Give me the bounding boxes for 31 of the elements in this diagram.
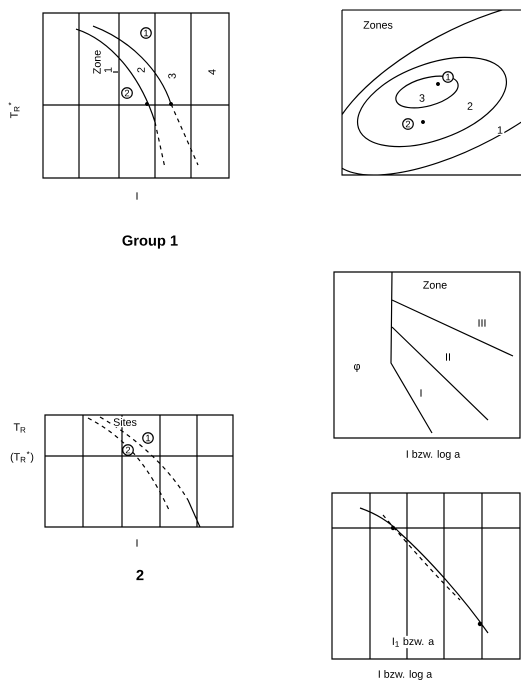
circled-number: 2 [121,87,133,99]
circled-number: 1 [442,71,454,83]
chart-label: Sites [112,416,138,428]
chart-label: I [418,388,424,398]
chart-label: 4 [207,68,217,76]
chart-label: (T$_{R}$$^{*}$) [8,450,36,464]
circled-number: 1 [142,432,154,444]
chart-label: 2 [466,100,474,112]
chart-label: III [476,318,488,328]
chart-label: Zone [92,48,102,76]
chart-label: 3 [166,72,178,80]
chart-label: Zone [422,280,448,290]
circled-number: 2 [402,118,414,130]
chart-label: 1 [496,125,504,136]
chart-label: I bzw. log a [376,668,434,682]
chart-label: II [444,352,452,362]
chart-label: 2 [136,66,146,74]
circled-number: 2 [122,444,134,456]
chart-label: I [134,191,140,202]
chart-label: Zones [362,20,394,30]
chart-label: I$_{1}$ bzw. a [390,636,436,648]
panel-caption: Group 1 [122,235,178,249]
panel-caption: 2 [136,570,144,580]
chart-label: 3 [418,92,426,104]
chart-label: T$_{R}$* [7,100,21,120]
chart-label: T$_{R}$ [12,422,28,434]
chart-label: φ [352,362,362,374]
chart-label: I [134,538,140,548]
chart-label: 1 [103,66,113,74]
circled-number: 1 [140,27,152,39]
chart-label: I bzw. log a [404,448,462,462]
